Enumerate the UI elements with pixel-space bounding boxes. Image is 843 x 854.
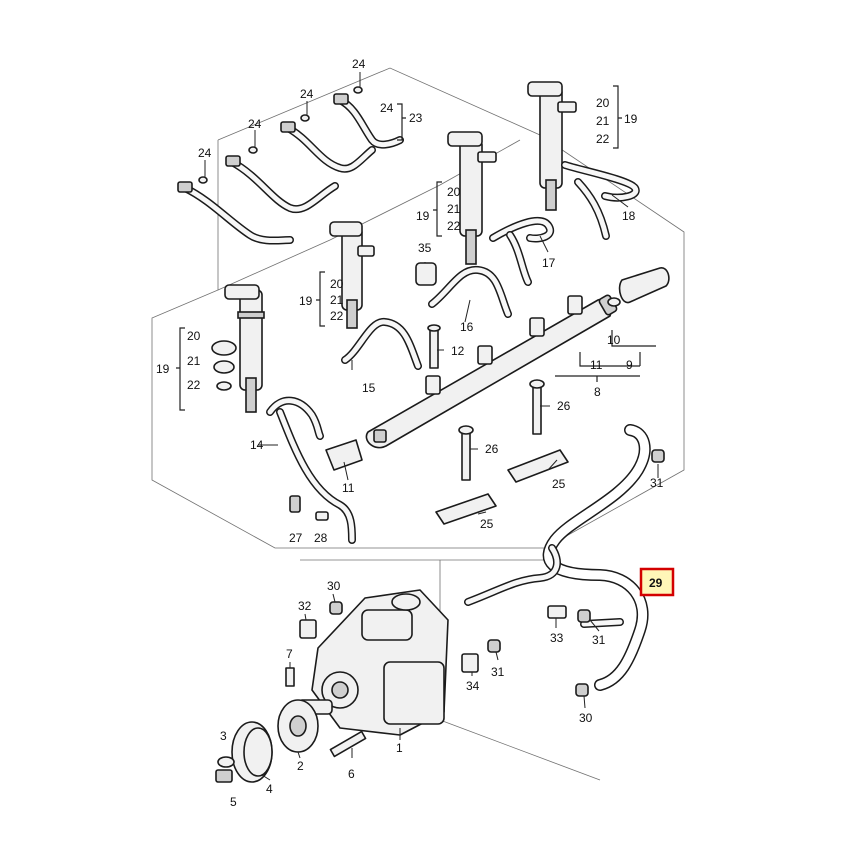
callout-25-a: 25	[480, 517, 494, 531]
callout-29: 29	[649, 576, 663, 590]
injection-pipes[interactable]	[266, 161, 640, 544]
callout-35: 35	[418, 241, 432, 255]
callout-20-c: 20	[447, 185, 461, 199]
callout-32: 32	[298, 599, 312, 613]
callout-labels: 1 2 3 4 5 6 7 8 9 10 11 11 12 14 15 16 1…	[156, 57, 664, 809]
callout-24-b: 24	[248, 117, 262, 131]
callout-20-b: 20	[330, 277, 344, 291]
callout-21-a: 21	[187, 354, 201, 368]
callout-10: 10	[607, 333, 621, 347]
callout-24-c: 24	[300, 87, 314, 101]
callout-14: 14	[250, 438, 264, 452]
callout-34: 34	[466, 679, 480, 693]
callout-30-b: 30	[579, 711, 593, 725]
callout-11-b: 11	[342, 481, 355, 495]
callout-19-b: 19	[299, 294, 313, 308]
callout-19-c: 19	[416, 209, 430, 223]
callout-19-d: 19	[624, 112, 638, 126]
callout-2: 2	[297, 759, 304, 773]
callout-22-d: 22	[596, 132, 610, 146]
rail-brackets[interactable]	[435, 449, 569, 525]
callout-9: 9	[626, 358, 633, 372]
injector-mid-right[interactable]	[447, 131, 497, 265]
callout-33: 33	[550, 631, 564, 645]
drive-sprocket[interactable]	[231, 721, 273, 783]
harness-connector-1	[177, 181, 193, 193]
callout-21-c: 21	[447, 202, 461, 216]
callout-22-c: 22	[447, 219, 461, 233]
fuel-rail[interactable]	[365, 294, 618, 449]
callout-23: 23	[409, 111, 423, 125]
callout-15: 15	[362, 381, 376, 395]
sensor-connector[interactable]	[325, 439, 363, 471]
highlighted-callout-29[interactable]: 29	[639, 567, 675, 597]
callout-3: 3	[220, 729, 227, 743]
pipe-clip	[415, 262, 437, 286]
callout-22-b: 22	[330, 309, 344, 323]
callout-17: 17	[542, 256, 556, 270]
callout-20-a: 20	[187, 329, 201, 343]
rail-pressure-sensor[interactable]	[607, 267, 670, 307]
callout-26-b: 26	[557, 399, 571, 413]
callout-31-a: 31	[650, 476, 664, 490]
rail-bolt	[427, 324, 441, 369]
callout-7: 7	[286, 647, 293, 661]
harness-connector-2	[225, 155, 241, 167]
callout-11-a: 11	[590, 358, 603, 372]
group-braces	[176, 85, 656, 411]
bracket-bolts	[458, 379, 545, 481]
pump-flange[interactable]	[277, 699, 319, 753]
callout-24-d: 24	[352, 57, 366, 71]
harness-connector-4	[333, 93, 349, 105]
callout-27: 27	[289, 531, 303, 545]
injector-seal-set	[211, 340, 237, 391]
injector-left[interactable]	[224, 284, 265, 413]
callout-21-b: 21	[330, 293, 344, 307]
callout-6: 6	[348, 767, 355, 781]
callout-19-a: 19	[156, 362, 170, 376]
callout-28: 28	[314, 531, 328, 545]
callout-12: 12	[451, 344, 465, 358]
callout-22-a: 22	[187, 378, 201, 392]
callout-31-b: 31	[592, 633, 606, 647]
injector-wiring-harness[interactable]	[177, 93, 404, 245]
fasteners	[215, 667, 367, 783]
callout-8: 8	[594, 385, 601, 399]
high-pressure-pump[interactable]	[297, 589, 449, 736]
callout-20-d: 20	[596, 96, 610, 110]
callout-18: 18	[622, 209, 636, 223]
callout-24-e: 24	[380, 101, 394, 115]
harness-connector-3	[280, 121, 296, 133]
hose-clamps	[299, 449, 665, 697]
callout-30-a: 30	[327, 579, 341, 593]
injector-mid-left[interactable]	[329, 221, 375, 329]
callout-25-b: 25	[552, 477, 566, 491]
callout-4: 4	[266, 782, 273, 796]
harness-seals	[198, 86, 363, 184]
small-bolts	[289, 495, 329, 521]
callout-5: 5	[230, 795, 237, 809]
callout-16: 16	[460, 320, 474, 334]
fuel-return-hose[interactable]	[464, 424, 651, 691]
injector-right[interactable]	[527, 81, 577, 211]
callout-26-a: 26	[485, 442, 499, 456]
callout-1: 1	[396, 741, 403, 755]
callout-24-a: 24	[198, 146, 212, 160]
callout-31-c: 31	[491, 665, 505, 679]
callout-21-d: 21	[596, 114, 610, 128]
leader-lines	[204, 72, 659, 781]
